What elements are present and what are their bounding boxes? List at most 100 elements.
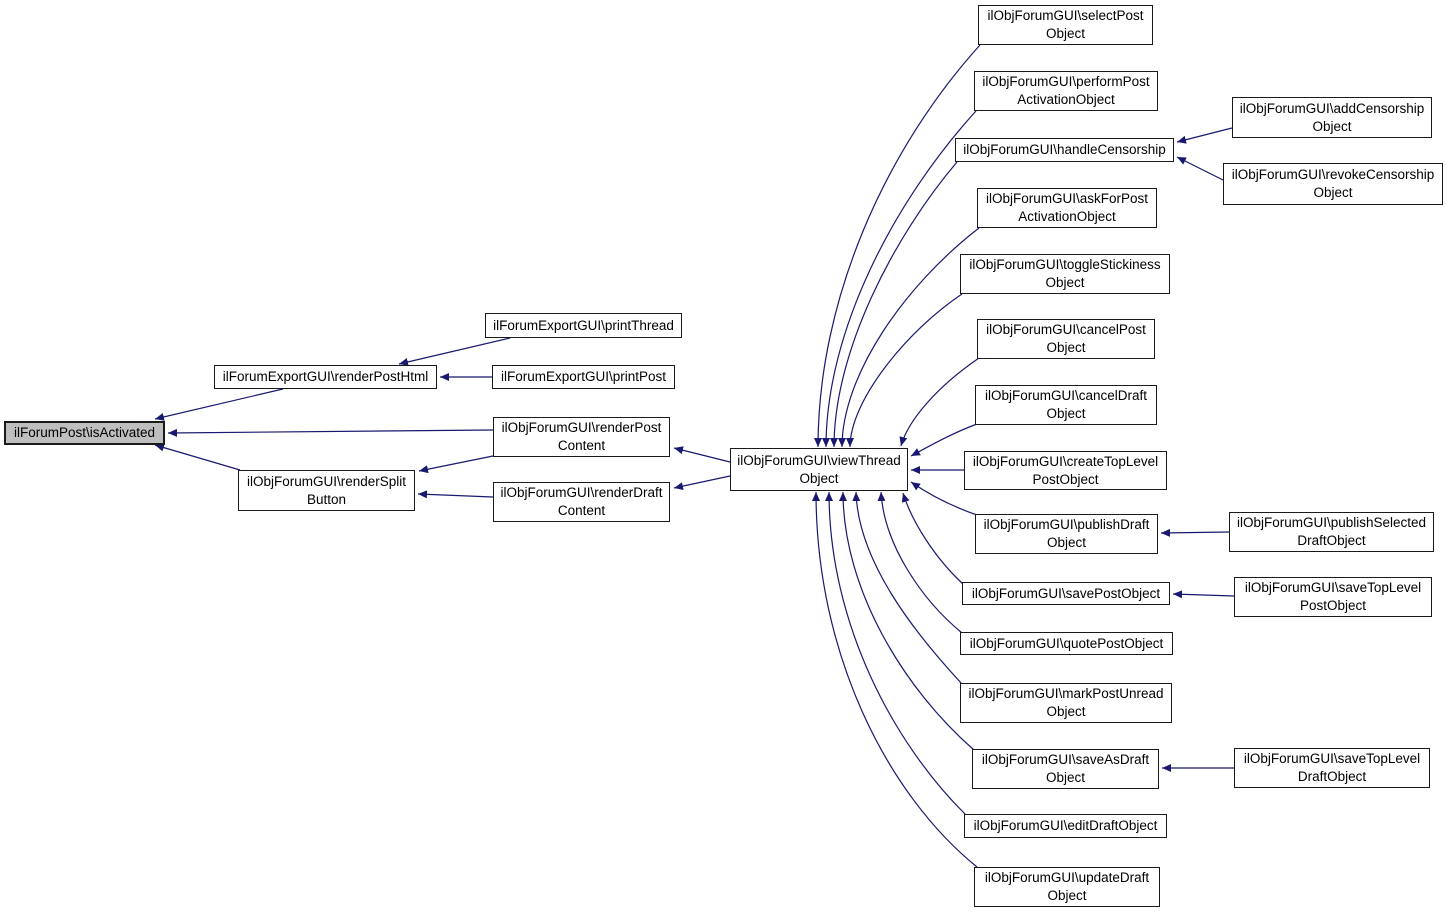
node-savePost[interactable]: ilObjForumGUI\savePostObject — [962, 582, 1170, 605]
edge-savePost-viewThread — [901, 492, 964, 585]
node-label: ilObjForumGUI\performPost — [982, 74, 1150, 89]
node-label: ilObjForumGUI\revokeCensorship — [1231, 167, 1435, 182]
node-label: Object — [1047, 888, 1087, 903]
node-label: Object — [1045, 275, 1085, 290]
node-isActivated: ilForumPost\isActivated — [4, 421, 165, 445]
node-label: ilObjForumGUI\editDraftObject — [973, 818, 1158, 833]
node-label: Content — [557, 503, 606, 518]
edge-renderPostContent-renderSplitButton — [418, 455, 494, 474]
node-label: ilObjForumGUI\renderPost — [501, 420, 662, 435]
edge-renderDraftContent-renderSplitButton — [417, 490, 494, 499]
edge-renderPostHtml-isActivated — [154, 388, 284, 421]
node-label: ilObjForumGUI\saveTopLevel — [1244, 580, 1422, 595]
node-quotePost[interactable]: ilObjForumGUI\quotePostObject — [960, 632, 1173, 655]
edge-quotePost-viewThread — [877, 491, 963, 634]
edge-saveAsDraft-viewThread — [839, 491, 975, 751]
node-label: ActivationObject — [1018, 209, 1116, 224]
node-label: DraftObject — [1297, 769, 1367, 784]
node-label: ilObjForumGUI\renderDraft — [500, 485, 663, 500]
node-label: ilObjForumGUI\renderSplit — [246, 473, 407, 489]
node-label: ilObjForumGUI\addCensorship — [1239, 100, 1425, 116]
node-label: DraftObject — [1297, 533, 1366, 548]
node-label: Object — [1045, 26, 1086, 41]
edge-saveTopLevelPost-savePost — [1172, 590, 1235, 599]
node-label: Object — [1046, 340, 1086, 355]
edge-cancelDraft-viewThread — [910, 423, 978, 457]
node-label: ilObjForumGUI\viewThread — [737, 452, 901, 468]
node-label: ilObjForumGUI\saveAsDraft — [981, 752, 1150, 767]
node-label: Object — [1046, 406, 1086, 421]
edge-revokeCensorship-handleCensorship — [1176, 156, 1224, 181]
node-printThread[interactable]: ilForumExportGUI\printThread — [485, 313, 682, 338]
edge-editDraft-viewThread — [825, 491, 967, 816]
edge-handleCensorship-viewThread — [830, 161, 958, 448]
node-label: ilObjForumGUI\saveTopLevel — [1243, 751, 1421, 766]
node-label: ilForumExportGUI\printPost — [500, 369, 667, 384]
edge-renderSplitButton-isActivated — [154, 443, 241, 471]
node-label: ilObjForumGUI\toggleStickiness — [969, 257, 1161, 272]
edge-toggleStickiness-viewThread — [846, 293, 963, 448]
node-editDraft[interactable]: ilObjForumGUI\editDraftObject — [964, 814, 1167, 838]
node-label: ilForumExportGUI\renderPostHtml — [222, 369, 429, 384]
edge-performPostActivation-viewThread — [822, 110, 977, 448]
edge-publishSelectedDraft-publishDraft — [1160, 528, 1230, 537]
node-renderPostHtml[interactable]: ilForumExportGUI\renderPostHtml — [214, 365, 437, 389]
node-label: ilObjForumGUI\publishSelected — [1236, 515, 1427, 530]
node-printPost[interactable]: ilForumExportGUI\printPost — [492, 365, 675, 389]
node-label: Object — [1046, 704, 1086, 719]
node-label: ilObjForumGUI\cancelPost — [986, 322, 1146, 337]
node-label: Button — [306, 491, 347, 507]
node-label: ilObjForumGUI\askForPost — [985, 191, 1149, 206]
edge-viewThread-renderPostContent — [673, 446, 731, 463]
node-label: ActivationObject — [1017, 92, 1115, 107]
node-label: Object — [1045, 770, 1086, 785]
node-label: PostObject — [1299, 598, 1367, 613]
node-label: ilObjForumGUI\handleCensorship — [963, 142, 1166, 157]
node-label: ilForumExportGUI\printThread — [493, 317, 674, 333]
node-label: ilObjForumGUI\createTopLevel — [972, 453, 1159, 469]
node-label: Object — [799, 470, 839, 486]
edge-cancelPost-viewThread — [899, 357, 980, 447]
node-handleCensorship[interactable]: ilObjForumGUI\handleCensorship — [955, 138, 1174, 162]
node-label: ilObjForumGUI\markPostUnread — [968, 686, 1164, 701]
node-label: ilForumPost\isActivated — [13, 425, 156, 440]
node-label: Content — [557, 438, 606, 453]
edge-markPostUnread-viewThread — [852, 491, 963, 685]
edge-printThread-renderPostHtml — [398, 337, 511, 366]
node-label: ilObjForumGUI\selectPost — [987, 8, 1144, 23]
node-label: PostObject — [1032, 471, 1099, 487]
node-label: ilObjForumGUI\cancelDraft — [984, 388, 1148, 403]
edge-publishDraft-viewThread — [910, 481, 978, 516]
node-label: Object — [1046, 535, 1087, 550]
node-label: Object — [1312, 118, 1352, 134]
node-label: Object — [1313, 185, 1353, 200]
node-label: ilObjForumGUI\updateDraft — [984, 870, 1150, 885]
node-label: ilObjForumGUI\quotePostObject — [969, 635, 1164, 651]
edge-addCensorship-handleCensorship — [1176, 127, 1233, 144]
node-label: ilObjForumGUI\publishDraft — [983, 517, 1150, 532]
edge-selectPost-viewThread — [814, 44, 981, 448]
edge-viewThread-renderDraftContent — [673, 475, 731, 491]
